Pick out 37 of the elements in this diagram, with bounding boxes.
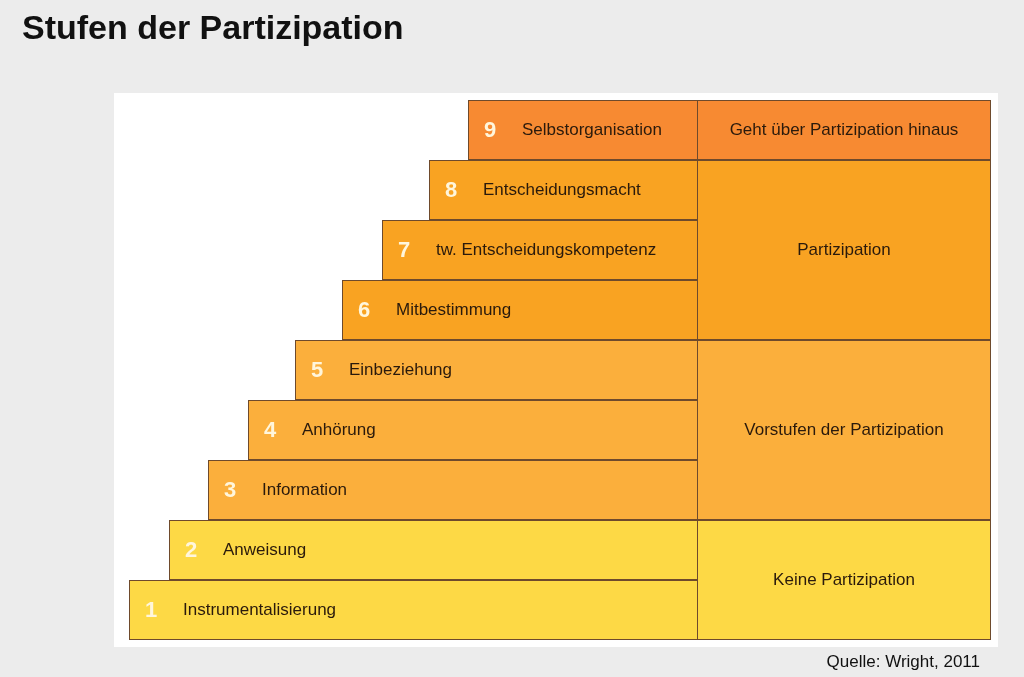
category-box bbox=[697, 520, 991, 640]
step-label: Anhörung bbox=[302, 420, 376, 440]
source-note: Quelle: Wright, 2011 bbox=[826, 652, 980, 672]
category-label: Vorstufen der Partizipation bbox=[744, 420, 944, 439]
step-number: 7 bbox=[398, 238, 411, 262]
step-bar bbox=[129, 580, 698, 640]
step-bar bbox=[169, 520, 698, 580]
step-number: 2 bbox=[185, 538, 198, 562]
category-box bbox=[697, 340, 991, 520]
category-label: Geht über Partizipation hinaus bbox=[729, 120, 959, 139]
step-number: 8 bbox=[445, 178, 458, 202]
page-title: Stufen der Partizipation bbox=[22, 8, 404, 47]
step-label: Mitbestimmung bbox=[396, 300, 512, 320]
step-label: Selbstorganisation bbox=[522, 120, 662, 140]
category-box bbox=[697, 100, 991, 160]
step-label: tw. Entscheidungskompetenz bbox=[436, 240, 657, 260]
category-label: Partizipation bbox=[797, 240, 891, 259]
step-bar bbox=[208, 460, 698, 520]
step-bar bbox=[382, 220, 698, 280]
step-bar bbox=[468, 100, 698, 160]
category-label: Keine Partizipation bbox=[773, 570, 915, 589]
step-bar bbox=[429, 160, 698, 220]
category-box bbox=[697, 160, 991, 340]
step-bar bbox=[342, 280, 698, 340]
step-label: Instrumentalisierung bbox=[183, 600, 337, 620]
step-bar bbox=[248, 400, 698, 460]
step-number: 3 bbox=[224, 478, 237, 502]
step-label: Entscheidungsmacht bbox=[483, 180, 641, 200]
step-label: Anweisung bbox=[223, 540, 307, 560]
step-number: 5 bbox=[311, 358, 324, 382]
step-label: Information bbox=[262, 480, 348, 500]
step-number: 4 bbox=[264, 418, 277, 442]
step-number: 9 bbox=[484, 118, 497, 142]
step-bar bbox=[295, 340, 698, 400]
step-label: Einbeziehung bbox=[349, 360, 453, 380]
step-number: 6 bbox=[358, 298, 371, 322]
step-number: 1 bbox=[145, 598, 158, 622]
